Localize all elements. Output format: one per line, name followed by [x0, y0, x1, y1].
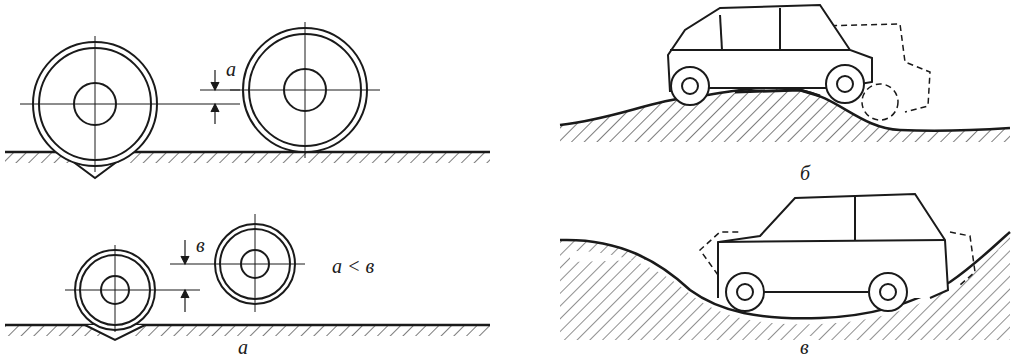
- ground-line: [5, 324, 490, 327]
- hill-profile: [560, 88, 1010, 131]
- small-wheel: [65, 245, 165, 332]
- comparison-note: а < в: [330, 255, 376, 277]
- dimension-label: а: [224, 58, 238, 80]
- car-body: [668, 5, 872, 105]
- large-wheel: [20, 36, 170, 172]
- hill-hatching: [560, 88, 1010, 142]
- panel-letter: в: [798, 336, 811, 358]
- large-wheel: [230, 22, 380, 158]
- car-body: [718, 194, 948, 311]
- panel-letter: б: [798, 162, 812, 184]
- panel-letter: а: [236, 336, 250, 358]
- small-wheel: [205, 214, 305, 312]
- dimension-label: в: [194, 234, 207, 256]
- ground-hatching: [5, 326, 490, 336]
